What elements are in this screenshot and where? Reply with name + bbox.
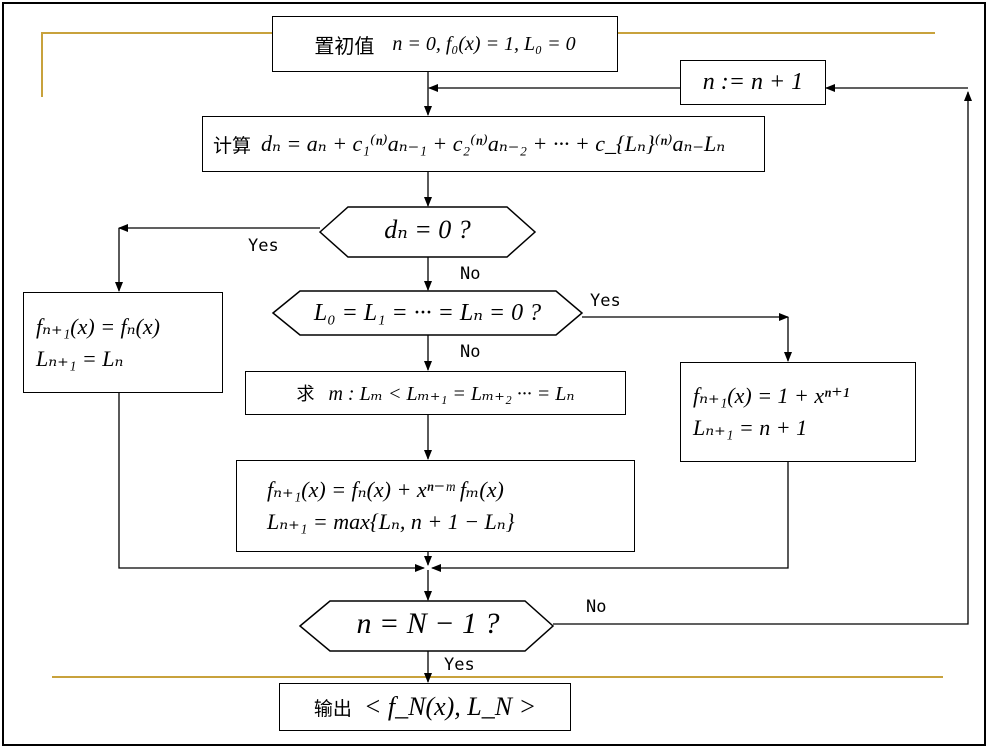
increment-formula: n := n + 1 [702,69,804,95]
decision1-yes-label: Yes [248,236,279,256]
left-box-line2: Lₙ₊₁ = Lₙ [36,345,124,371]
accent-line-top [41,32,935,97]
decision3-yes-label: Yes [444,655,475,675]
right-box-line2: Lₙ₊₁ = n + 1 [693,415,808,440]
init-formula: n = 0, f₀(x) = 1, L₀ = 0 [392,32,576,55]
arrow-decision3-no-loop [553,91,972,625]
right-box: fₙ₊₁(x) = 1 + xⁿ⁺¹ Lₙ₊₁ = n + 1 [680,362,916,462]
update-box: fₙ₊₁(x) = fₙ(x) + xⁿ⁻ᵐ fₘ(x) Lₙ₊₁ = max{… [236,460,635,552]
decision3-text: n = N − 1 ? [356,607,500,640]
compute-label: 计算 [213,134,252,157]
left-box-line1: fₙ₊₁(x) = fₙ(x) [36,313,160,339]
output-box: 输出 < f_N(x), L_N > [279,683,571,731]
arrow-left-box-down [118,393,425,572]
init-box: 置初值 n = 0, f₀(x) = 1, L₀ = 0 [272,16,618,72]
decision2-yes-label: Yes [590,291,621,311]
find-formula: m : Lₘ < Lₘ₊₁ = Lₘ₊₂ ··· = Lₙ [328,382,575,405]
decision2-no-label: No [460,342,481,362]
decision2-text: L₀ = L₁ = ··· = Lₙ = 0 ? [313,300,542,326]
find-label: 求 [296,384,315,405]
find-box: 求 m : Lₘ < Lₘ₊₁ = Lₘ₊₂ ··· = Lₙ [245,371,626,415]
decision3-shape [298,600,555,652]
output-label: 输出 [313,697,352,720]
increment-box: n := n + 1 [680,60,826,105]
decision3-no-label: No [586,597,607,617]
init-label: 置初值 [314,33,375,58]
left-box: fₙ₊₁(x) = fₙ(x) Lₙ₊₁ = Lₙ [23,292,223,393]
update-box-line1: fₙ₊₁(x) = fₙ(x) + xⁿ⁻ᵐ fₘ(x) [267,477,504,503]
arrow-right-box-down [431,462,789,572]
right-box-line1: fₙ₊₁(x) = 1 + xⁿ⁺¹ [693,383,850,409]
decision1-shape [318,206,537,258]
compute-formula: dₙ = aₙ + c₁⁽ⁿ⁾aₙ₋₁ + c₂⁽ⁿ⁾aₙ₋₂ + ··· + … [261,131,726,156]
decision1-text: dₙ = 0 ? [384,215,471,244]
output-formula: < f_N(x), L_N > [363,692,537,721]
update-box-line2: Lₙ₊₁ = max{Lₙ, n + 1 − Lₙ} [267,509,515,534]
decision2-shape [271,290,584,336]
decision1-no-label: No [460,264,481,284]
compute-box: 计算 dₙ = aₙ + c₁⁽ⁿ⁾aₙ₋₁ + c₂⁽ⁿ⁾aₙ₋₂ + ···… [202,116,765,172]
